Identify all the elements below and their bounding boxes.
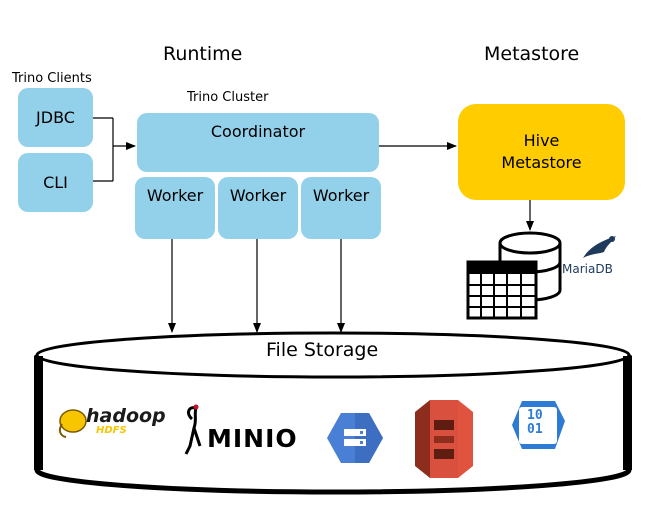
hadoop-elephant-icon xyxy=(58,409,87,438)
worker-box-2: Worker xyxy=(218,177,298,239)
worker-box-1: Worker xyxy=(135,177,215,239)
trino-clients-title: Trino Clients xyxy=(12,71,92,86)
azure-bits-text: 10 01 xyxy=(527,409,543,437)
cli-client-box: CLI xyxy=(18,153,93,212)
hadoop-logo-text: hadoop xyxy=(86,405,166,427)
azure-bits-top: 10 xyxy=(527,408,543,423)
google-cloud-storage-icon xyxy=(327,413,383,463)
jdbc-client-box: JDBC xyxy=(18,88,93,147)
trino-cluster-title: Trino Cluster xyxy=(187,90,269,105)
hive-label: Hive xyxy=(523,131,560,150)
runtime-heading: Runtime xyxy=(163,43,243,65)
mariadb-logo-text: MariaDB xyxy=(562,262,613,276)
minio-logo-text: MINIO xyxy=(207,424,298,453)
metastore-label: Metastore xyxy=(501,153,582,172)
file-storage-label: File Storage xyxy=(266,339,379,361)
mariadb-seal-icon xyxy=(583,236,616,258)
clients-to-coordinator-arrow xyxy=(93,117,136,182)
file-storage-cylinder xyxy=(34,331,632,495)
coordinator-box: Coordinator xyxy=(137,113,379,172)
hive-metastore-box: Hive Metastore xyxy=(458,104,625,200)
table-icon xyxy=(466,260,538,320)
metastore-heading: Metastore xyxy=(484,43,580,65)
worker-box-3: Worker xyxy=(301,177,381,239)
hadoop-logo: hadoop HDFS xyxy=(86,405,166,437)
azure-bits-bottom: 01 xyxy=(527,422,543,437)
azure-blob-storage-icon xyxy=(512,401,565,449)
hdfs-logo-text: HDFS xyxy=(96,425,127,436)
minio-bird-icon xyxy=(184,404,202,455)
amazon-s3-icon xyxy=(415,400,473,478)
